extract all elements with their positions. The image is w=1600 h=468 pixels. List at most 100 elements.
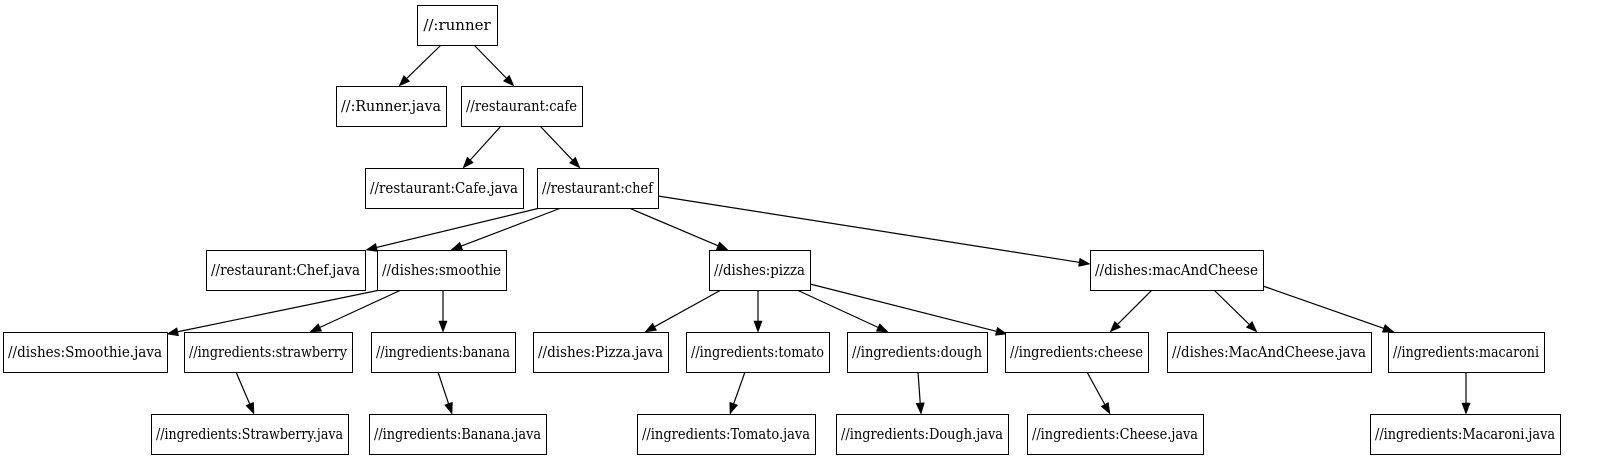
edge-line [437, 371, 450, 404]
node-box[interactable] [1370, 414, 1561, 455]
graph-node-strawberry_java[interactable]: //ingredients:Strawberry.java [151, 414, 349, 455]
graph-edge [365, 207, 541, 252]
node-label: //:runner [423, 16, 491, 34]
node-label: //ingredients:strawberry [189, 343, 347, 361]
node-box[interactable] [151, 414, 349, 455]
edge-line [235, 371, 251, 405]
graph-edge [166, 289, 381, 337]
edges-layer [166, 44, 1471, 415]
graph-node-mac_java[interactable]: //dishes:MacAndCheese.java [1167, 332, 1372, 373]
edge-line [406, 44, 442, 79]
node-box[interactable] [1388, 332, 1545, 373]
graph-node-dough_java[interactable]: //ingredients:Dough.java [836, 414, 1009, 455]
node-box[interactable] [377, 250, 507, 291]
graph-node-runner[interactable]: //:runner [417, 5, 498, 46]
edge-arrowhead-icon [166, 327, 179, 337]
graph-node-pizza_java[interactable]: //dishes:Pizza.java [533, 332, 669, 373]
node-label: //restaurant:Cafe.java [370, 179, 518, 197]
edge-arrowhead-icon [450, 241, 464, 251]
node-box[interactable] [365, 168, 524, 209]
edge-line [1213, 289, 1250, 325]
graph-edge [539, 125, 581, 169]
node-box[interactable] [417, 5, 498, 46]
graph-node-banana_java[interactable]: //ingredients:Banana.java [369, 414, 547, 455]
graph-edge [473, 44, 515, 87]
node-box[interactable] [371, 332, 516, 373]
graph-node-dishes_pizza[interactable]: //dishes:pizza [709, 250, 811, 291]
graph-node-restaurant_cafe[interactable]: //restaurant:cafe [461, 86, 583, 127]
edge-line [473, 44, 507, 79]
edge-arrowhead-icon [753, 320, 763, 333]
node-label: //ingredients:Tomato.java [642, 425, 810, 443]
edge-line [733, 371, 746, 404]
node-box[interactable] [184, 332, 353, 373]
graph-node-dishes_smoothie[interactable]: //dishes:smoothie [377, 250, 507, 291]
graph-node-runner_java[interactable]: //:Runner.java [336, 86, 447, 127]
edge-line [796, 289, 879, 328]
graph-node-ing_dough[interactable]: //ingredients:dough [847, 332, 988, 373]
graph-edge [796, 289, 889, 333]
graph-edge [1461, 372, 1471, 415]
edge-arrowhead-icon [309, 323, 323, 333]
edge-arrowhead-icon [502, 74, 515, 87]
node-label: //ingredients:dough [852, 343, 982, 361]
node-box[interactable] [336, 86, 447, 127]
node-box[interactable] [533, 332, 669, 373]
graph-node-restaurant_chef[interactable]: //restaurant:chef [537, 168, 659, 209]
node-box[interactable] [637, 414, 816, 455]
node-label: //dishes:macAndCheese [1095, 261, 1258, 279]
graph-node-chef_java[interactable]: //restaurant:Chef.java [206, 250, 366, 291]
graph-node-macaroni_java[interactable]: //ingredients:Macaroni.java [1370, 414, 1561, 455]
graph-node-ing_cheese[interactable]: //ingredients:cheese [1005, 332, 1149, 373]
node-label: //ingredients:Banana.java [374, 425, 541, 443]
node-label: //ingredients:Cheese.java [1032, 425, 1198, 443]
node-box[interactable] [537, 168, 659, 209]
edge-arrowhead-icon [729, 401, 739, 415]
graph-node-ing_tomato[interactable]: //ingredients:tomato [686, 332, 830, 373]
graph-node-ing_banana[interactable]: //ingredients:banana [371, 332, 516, 373]
node-box[interactable] [3, 332, 168, 373]
graph-edge [235, 371, 255, 415]
edge-arrowhead-icon [994, 326, 1008, 336]
node-label: //ingredients:Dough.java [841, 425, 1003, 443]
edge-arrowhead-icon [245, 401, 255, 415]
graph-node-cafe_java[interactable]: //restaurant:Cafe.java [365, 168, 524, 209]
node-box[interactable] [206, 250, 366, 291]
node-box[interactable] [461, 86, 583, 127]
node-box[interactable] [686, 332, 830, 373]
edge-arrowhead-icon [1100, 401, 1111, 415]
edge-line [319, 289, 402, 328]
node-label: //dishes:Pizza.java [538, 343, 663, 361]
node-box[interactable] [1027, 414, 1204, 455]
node-box[interactable] [1167, 332, 1372, 373]
graph-edge [628, 207, 729, 251]
node-label: //restaurant:Chef.java [211, 261, 360, 279]
node-label: //dishes:Smoothie.java [8, 343, 162, 361]
graph-edge [753, 290, 763, 333]
graph-node-smoothie_java[interactable]: //dishes:Smoothie.java [3, 332, 168, 373]
graph-edge [450, 207, 562, 251]
node-box[interactable] [836, 414, 1009, 455]
edge-line [809, 283, 997, 332]
graph-edge [462, 125, 502, 169]
graph-node-ing_macaroni[interactable]: //ingredients:macaroni [1388, 332, 1545, 373]
node-box[interactable] [847, 332, 988, 373]
edge-line [376, 207, 541, 249]
graph-node-ing_strawberry[interactable]: //ingredients:strawberry [184, 332, 353, 373]
node-box[interactable] [709, 250, 811, 291]
edge-arrowhead-icon [462, 156, 474, 169]
graph-node-cheese_java[interactable]: //ingredients:Cheese.java [1027, 414, 1204, 455]
graph-node-dishes_mac[interactable]: //dishes:macAndCheese [1090, 250, 1264, 291]
edge-arrowhead-icon [715, 241, 729, 251]
node-box[interactable] [1090, 250, 1264, 291]
edge-arrowhead-icon [1381, 323, 1395, 333]
edge-line [177, 289, 381, 333]
graph-edge [657, 195, 1091, 267]
node-box[interactable] [369, 414, 547, 455]
graph-node-tomato_java[interactable]: //ingredients:Tomato.java [637, 414, 816, 455]
node-box[interactable] [1005, 332, 1149, 373]
edge-arrowhead-icon [1078, 257, 1091, 267]
edge-line [1262, 285, 1384, 329]
